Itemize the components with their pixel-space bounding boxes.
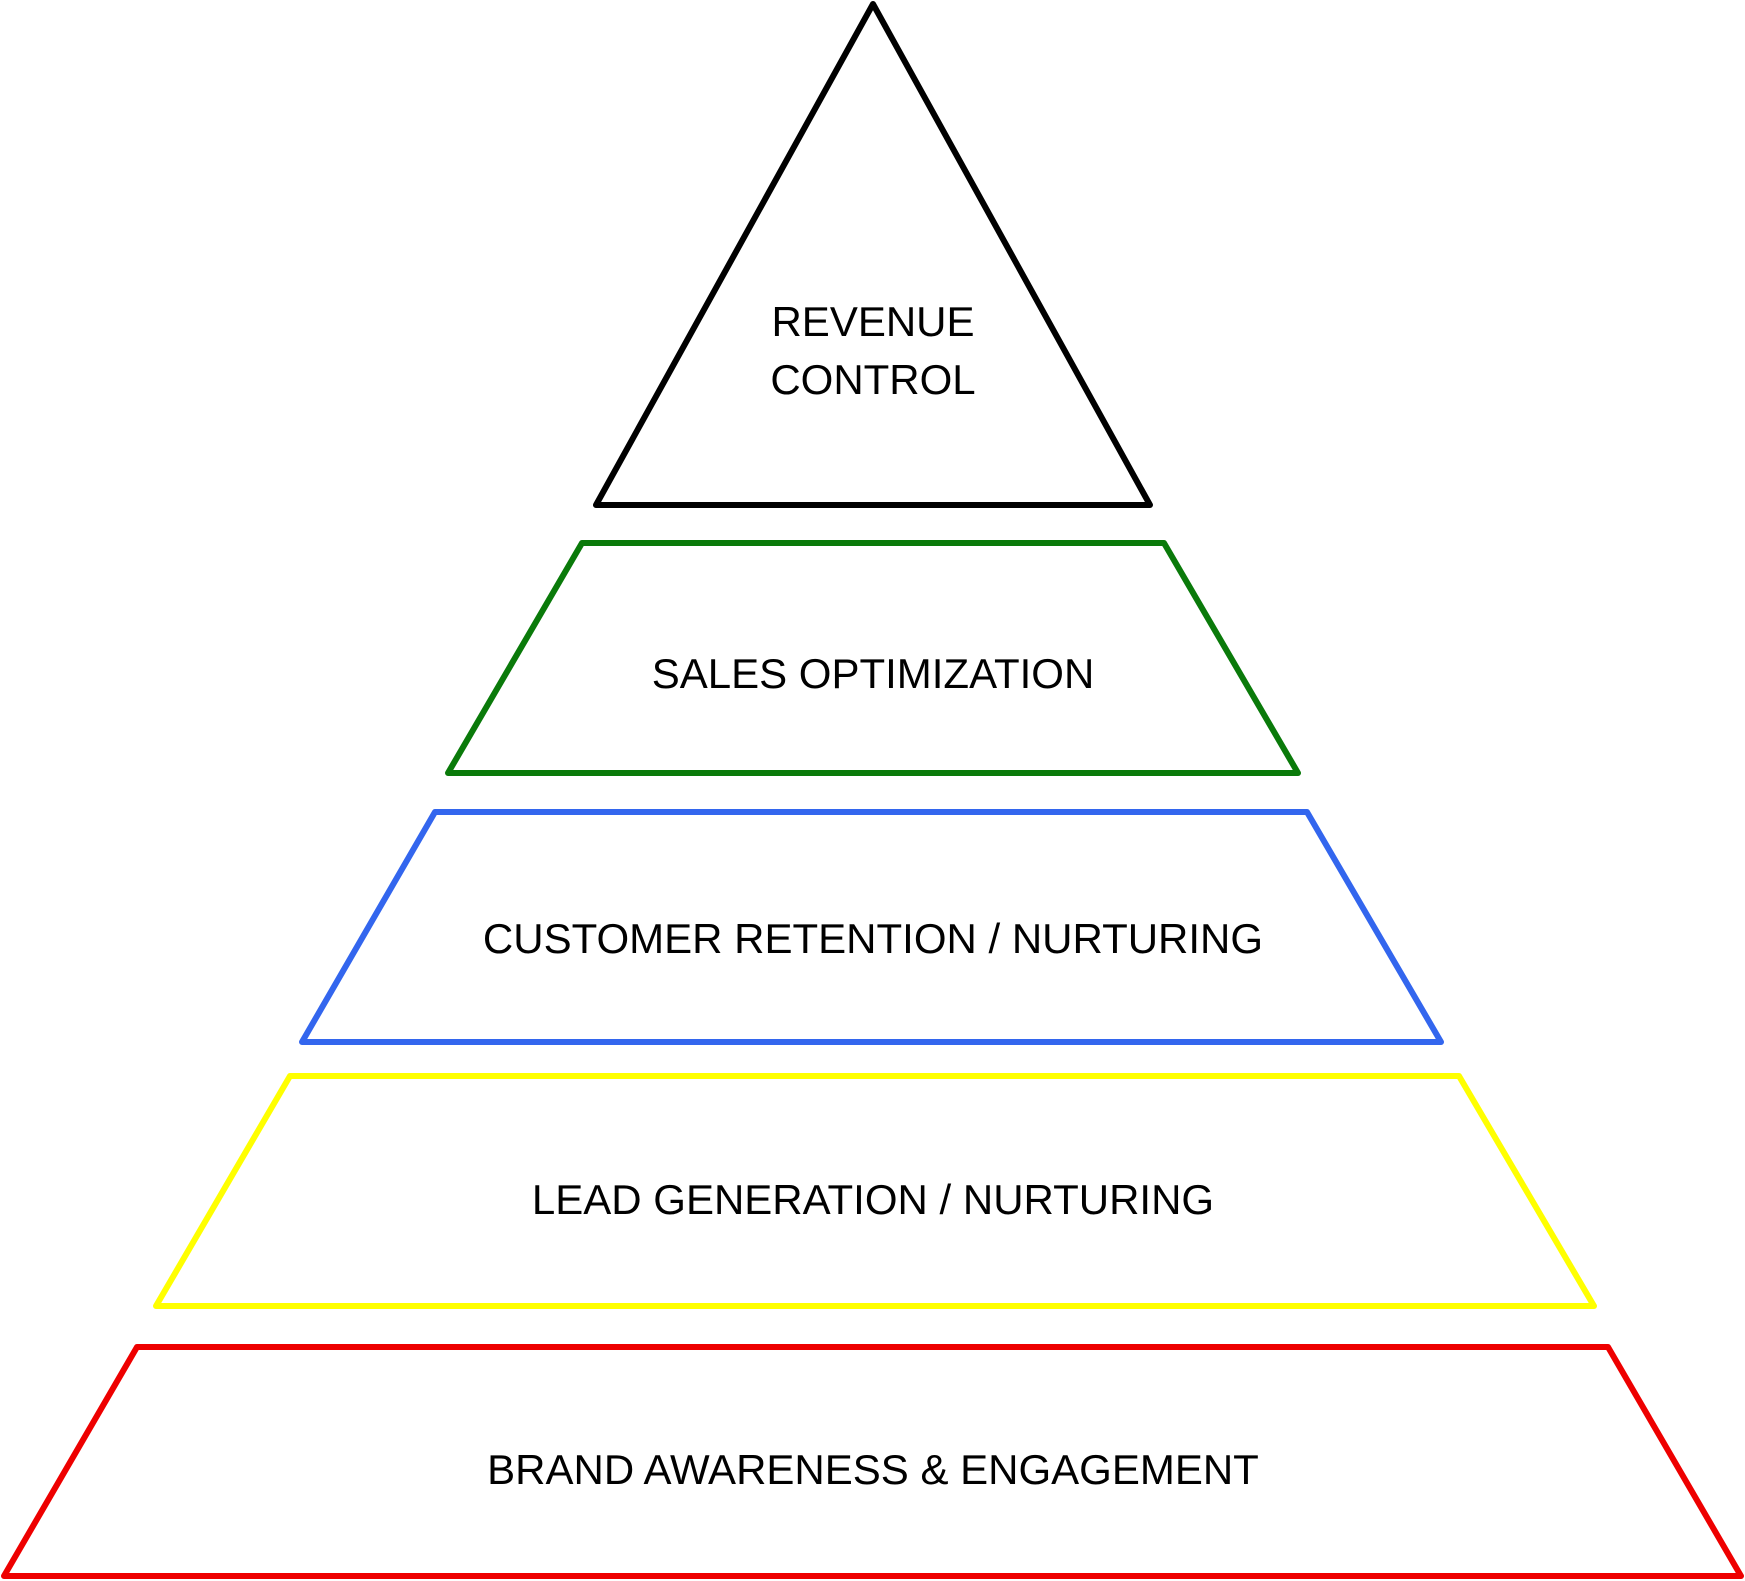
tier-lead-generation-label: LEAD GENERATION / NURTURING bbox=[532, 1176, 1214, 1223]
tier-customer-retention: CUSTOMER RETENTION / NURTURING bbox=[299, 809, 1444, 1045]
tier-brand-awareness: BRAND AWARENESS & ENGAGEMENT bbox=[1, 1344, 1744, 1579]
tier-brand-awareness-label: BRAND AWARENESS & ENGAGEMENT bbox=[487, 1446, 1259, 1493]
tier-revenue-control-label-line1: REVENUE bbox=[771, 298, 974, 345]
tier-revenue-control: REVENUE CONTROL bbox=[593, 1, 1153, 508]
tier-sales-optimization-label: SALES OPTIMIZATION bbox=[652, 650, 1095, 697]
tier-lead-generation: LEAD GENERATION / NURTURING bbox=[153, 1073, 1597, 1309]
tier-sales-optimization-shape bbox=[445, 540, 1301, 776]
tier-customer-retention-label: CUSTOMER RETENTION / NURTURING bbox=[483, 915, 1263, 962]
tier-sales-optimization: SALES OPTIMIZATION bbox=[445, 540, 1301, 776]
tier-customer-retention-shape bbox=[299, 809, 1444, 1045]
tier-brand-awareness-shape bbox=[1, 1344, 1744, 1579]
tier-revenue-control-label-line2: CONTROL bbox=[770, 356, 975, 403]
tier-revenue-control-shape bbox=[593, 1, 1153, 508]
tier-lead-generation-shape bbox=[153, 1073, 1597, 1309]
